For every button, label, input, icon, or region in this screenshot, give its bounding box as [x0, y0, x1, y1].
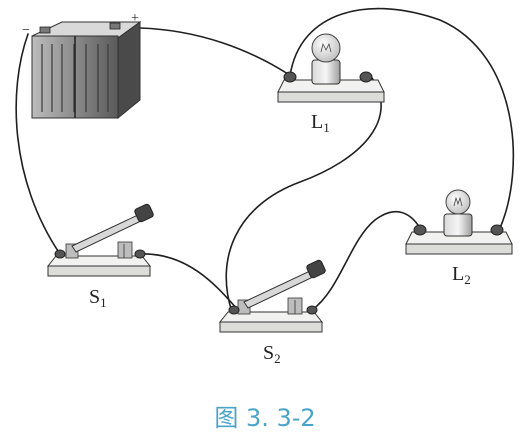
switch-s1-label: S1: [89, 286, 107, 310]
lamp-l2: L2: [405, 189, 513, 287]
switch-s2: S2: [218, 259, 326, 366]
wire-l1-right-to-s2: [225, 77, 382, 313]
battery-minus-label: −: [22, 23, 30, 38]
lamp-l1-label: L1: [311, 111, 330, 135]
switch-s1: S1: [46, 203, 154, 310]
battery: − +: [22, 11, 142, 120]
bulb-icon: [445, 189, 471, 215]
battery-plus-terminal: [109, 22, 121, 30]
s2-knife-blade: [243, 269, 316, 309]
wires: [15, 7, 515, 313]
battery-minus-terminal: [39, 26, 51, 34]
wire-l1-left-to-l2-right: [289, 7, 515, 229]
lamp-l2-label: L2: [452, 263, 471, 287]
lamp-l1: L1: [277, 33, 385, 135]
l2-right-terminal: [490, 224, 504, 236]
s2-handle: [306, 259, 326, 279]
l1-left-terminal: [283, 71, 297, 83]
bulb-icon: [311, 33, 341, 63]
battery-plus-label: +: [131, 11, 139, 26]
l2-left-terminal: [413, 224, 427, 236]
figure-caption: 图 3. 3-2: [214, 404, 315, 432]
wire-s2-to-l2: [311, 210, 421, 311]
wire-battery-plus-to-l1: [139, 27, 289, 75]
wire-battery-minus-to-s1: [15, 33, 61, 255]
switch-s2-label: S2: [263, 342, 281, 366]
wire-s1-to-s2: [139, 253, 239, 311]
s1-handle: [134, 203, 154, 223]
l1-right-terminal: [359, 71, 373, 83]
